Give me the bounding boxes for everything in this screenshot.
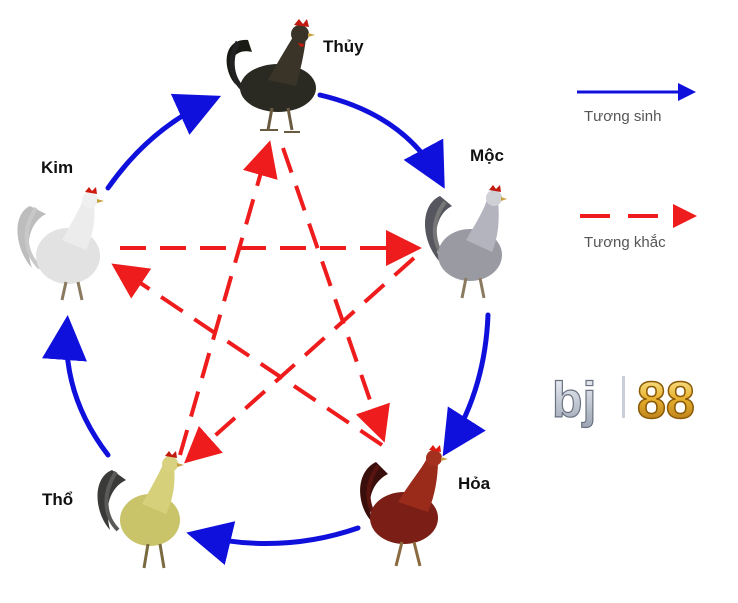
label-thuy: Thủy xyxy=(323,37,364,56)
rooster-moc-icon xyxy=(425,185,507,299)
arrow-thuy-to-hoa xyxy=(281,147,390,443)
arrow-thuy-to-moc xyxy=(317,92,445,189)
arrow-moc-to-hoa xyxy=(442,312,491,457)
label-moc: Mộc xyxy=(470,146,504,165)
logo-88: 88 xyxy=(637,372,695,430)
arrow-tho-to-thuy xyxy=(178,140,278,456)
logo-bj: bj xyxy=(552,372,596,428)
label-tho: Thổ xyxy=(42,490,73,509)
legend-overcoming-label: Tương khắc xyxy=(584,234,666,251)
label-kim: Kim xyxy=(41,158,73,177)
legend: Tương sinh Tương khắc xyxy=(577,83,697,251)
arrow-kim-to-thuy xyxy=(105,93,222,191)
arrow-tho-to-kim xyxy=(42,315,111,458)
generating-arrows xyxy=(42,92,491,565)
legend-generating-label: Tương sinh xyxy=(584,108,661,125)
label-hoa: Hỏa xyxy=(458,474,491,493)
logo-divider xyxy=(622,376,625,418)
arrow-moc-to-tho xyxy=(184,256,416,464)
arrow-hoa-to-tho xyxy=(186,521,361,565)
bj88-logo: bj 88 xyxy=(551,371,695,431)
arrow-hoa-to-kim xyxy=(111,263,384,447)
overcoming-arrows xyxy=(111,140,422,464)
rooster-tho-icon xyxy=(97,451,184,569)
rooster-kim-icon xyxy=(17,187,104,301)
rooster-thuy-icon xyxy=(226,19,316,133)
rooster-hoa-icon xyxy=(360,445,448,567)
